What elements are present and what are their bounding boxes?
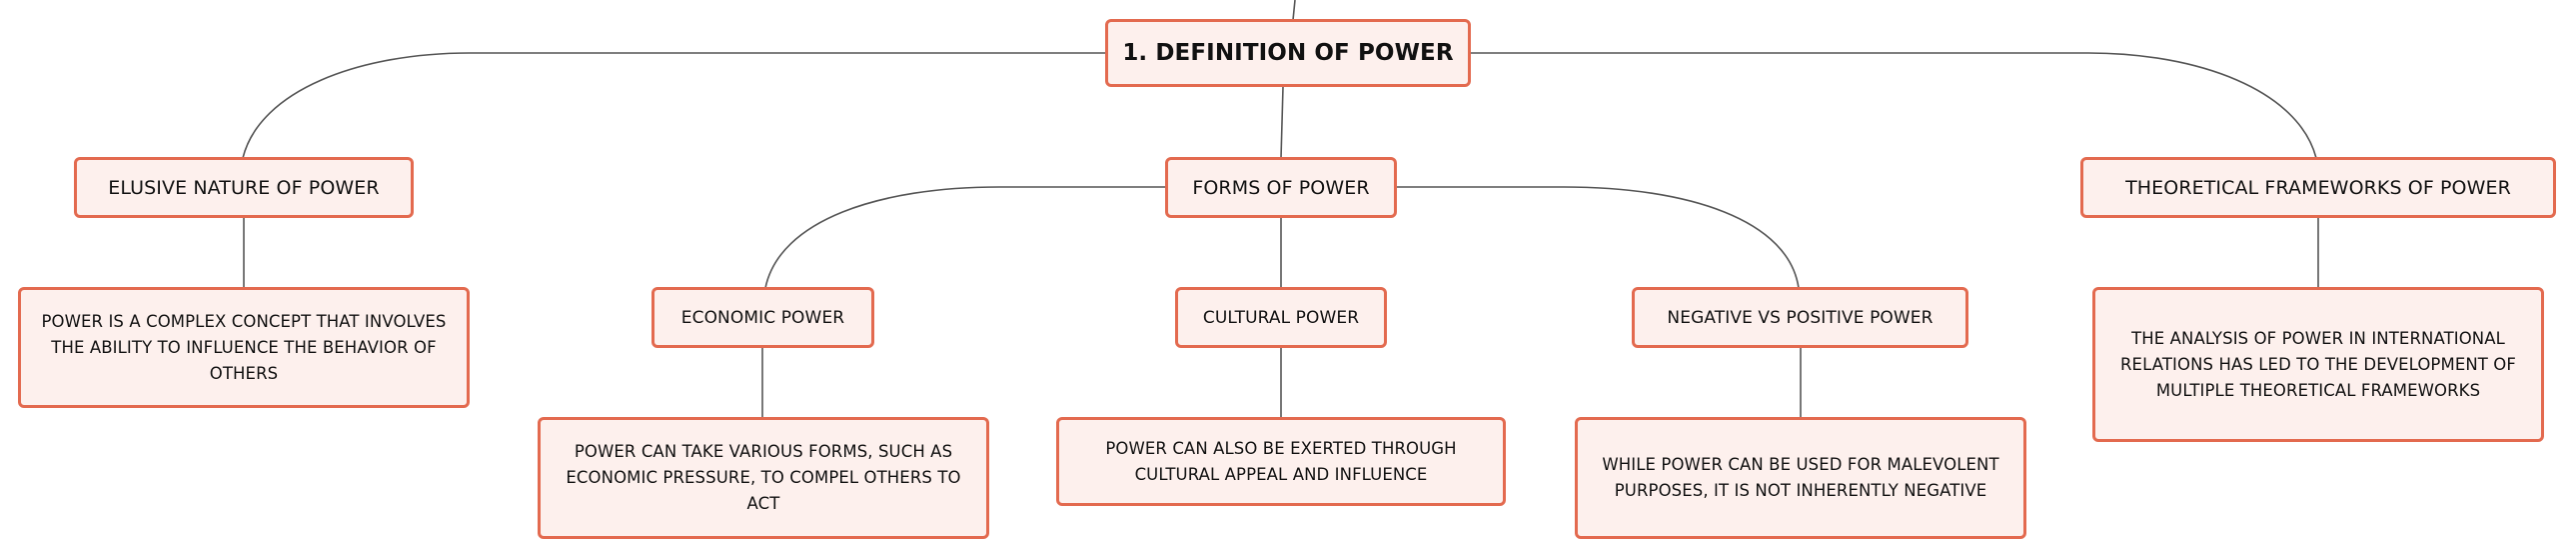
connector-forms-economic: [764, 186, 1165, 289]
connector-root-up: [1292, 0, 1296, 21]
subtopic-economic-power-label: ECONOMIC POWER: [680, 307, 845, 328]
detail-theoretical-frameworks-text: THE ANALYSIS OF POWER IN INTERNATIONAL R…: [2119, 328, 2516, 400]
subtopic-cultural-power-label: CULTURAL POWER: [1202, 307, 1360, 328]
root-node[interactable]: 1. DEFINITION OF POWER: [1105, 19, 1471, 87]
connector-root-forms: [1280, 86, 1284, 159]
detail-elusive-nature[interactable]: POWER IS A COMPLEX CONCEPT THAT INVOLVES…: [18, 287, 470, 408]
detail-cultural-power[interactable]: POWER CAN ALSO BE EXERTED THROUGH CULTUR…: [1056, 417, 1506, 506]
subtopic-economic-power[interactable]: ECONOMIC POWER: [651, 287, 874, 348]
subtopic-negative-vs-positive[interactable]: NEGATIVE VS POSITIVE POWER: [1632, 287, 1968, 348]
topic-theoretical-frameworks-label: THEORETICAL FRAMEWORKS OF POWER: [2125, 176, 2511, 199]
detail-elusive-nature-text: POWER IS A COMPLEX CONCEPT THAT INVOLVES…: [41, 311, 447, 383]
root-node-label: 1. DEFINITION OF POWER: [1122, 40, 1454, 66]
subtopic-cultural-power[interactable]: CULTURAL POWER: [1175, 287, 1387, 348]
detail-economic-power-text: POWER CAN TAKE VARIOUS FORMS, SUCH AS EC…: [566, 442, 961, 513]
topic-forms-of-power-label: FORMS OF POWER: [1192, 176, 1370, 199]
connector-forms-negpos: [1397, 186, 1800, 289]
topic-elusive-nature-label: ELUSIVE NATURE OF POWER: [108, 176, 380, 199]
connector-root-elusive: [242, 52, 1105, 159]
detail-cultural-power-text: POWER CAN ALSO BE EXERTED THROUGH CULTUR…: [1105, 438, 1457, 484]
detail-theoretical-frameworks[interactable]: THE ANALYSIS OF POWER IN INTERNATIONAL R…: [2092, 287, 2544, 442]
detail-economic-power[interactable]: POWER CAN TAKE VARIOUS FORMS, SUCH AS EC…: [538, 417, 989, 539]
topic-theoretical-frameworks[interactable]: THEORETICAL FRAMEWORKS OF POWER: [2080, 157, 2556, 218]
detail-negative-vs-positive[interactable]: WHILE POWER CAN BE USED FOR MALEVOLENT P…: [1575, 417, 2026, 539]
detail-negative-vs-positive-text: WHILE POWER CAN BE USED FOR MALEVOLENT P…: [1602, 455, 1999, 500]
subtopic-negative-vs-positive-label: NEGATIVE VS POSITIVE POWER: [1667, 307, 1933, 328]
connector-root-frameworks: [1471, 52, 2317, 159]
topic-elusive-nature[interactable]: ELUSIVE NATURE OF POWER: [74, 157, 414, 218]
topic-forms-of-power[interactable]: FORMS OF POWER: [1165, 157, 1397, 218]
